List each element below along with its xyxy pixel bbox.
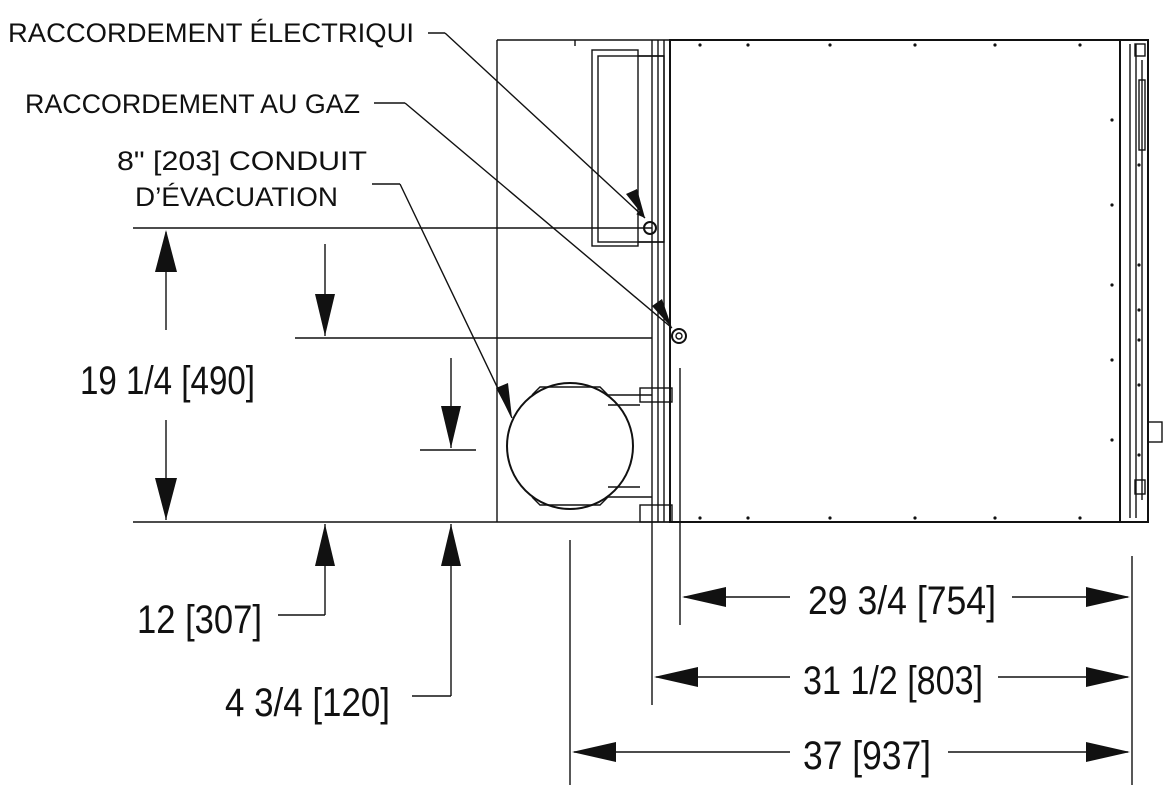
firebox-body <box>669 39 1121 523</box>
gas-connection-fitting <box>671 328 687 344</box>
width-extension-lines <box>569 368 1133 785</box>
width-frame-dimension <box>654 667 1130 687</box>
electrical-junction-box <box>591 49 665 247</box>
vent-offset-arrow-bottom <box>278 524 335 616</box>
gas-offset-arrow-top <box>315 244 335 336</box>
vent-collar <box>506 382 652 510</box>
vent-leader <box>372 183 513 419</box>
gas-connection-label: RACCORDEMENT AU GAZ <box>25 89 360 119</box>
left-standoff-frame <box>496 39 673 523</box>
vent-label-line1: 8" [203] CONDUIT <box>117 146 367 176</box>
height-dimension <box>155 230 177 520</box>
front-face-frame <box>1119 39 1163 523</box>
width-total-dimension <box>572 742 1130 762</box>
electrical-connection-label: RACCORDEMENT ÉLECTRIQUI <box>8 18 414 48</box>
vent-label-line2: D’ÉVACUATION <box>135 182 338 212</box>
gas-offset-arrow-bottom <box>412 524 461 697</box>
height-dimension-text: 19 1/4 [490] <box>80 359 255 403</box>
width-frame-text: 31 1/2 [803] <box>803 659 983 703</box>
width-body-text: 29 3/4 [754] <box>808 579 996 623</box>
width-body-dimension <box>682 587 1130 607</box>
vent-offset-text: 12 [307] <box>137 598 262 642</box>
vertical-extension-lines <box>133 227 670 523</box>
width-total-text: 37 [937] <box>803 734 931 778</box>
gas-offset-text: 4 3/4 [120] <box>225 681 390 725</box>
gas-leader <box>374 102 673 329</box>
vent-offset-arrow-top <box>441 358 461 448</box>
electrical-leader <box>428 32 646 219</box>
